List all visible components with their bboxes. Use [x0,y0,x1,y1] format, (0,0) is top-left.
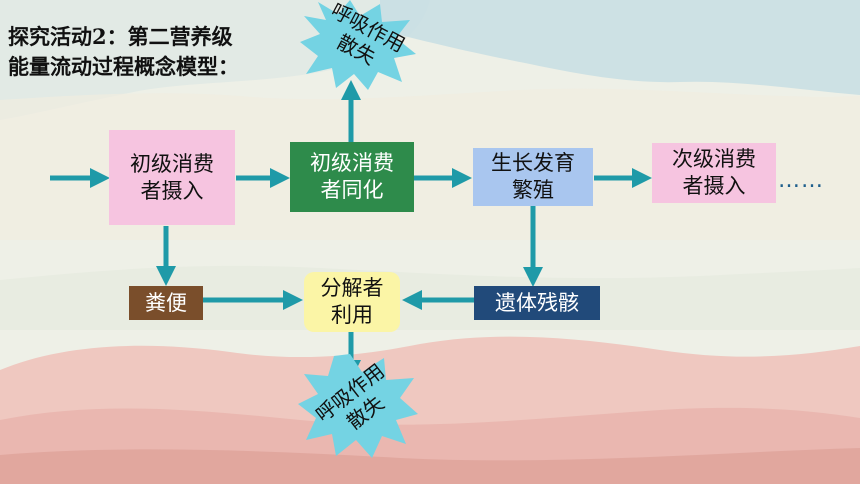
continuation-dots: …… [778,168,824,193]
node-decomposer-line1: 分解者 [320,276,384,300]
node-feces-label: 粪便 [145,290,187,315]
node-decomposer-line2: 利用 [331,303,373,327]
node-growth-line1: 生长发育 [491,151,575,175]
node-assimilation-line2: 者同化 [320,178,384,202]
node-primary-consumer-assimilation: 初级消费 者同化 [290,142,414,212]
title-line-1: 探究活动2：第二营养级 [8,24,233,49]
node-feces: 粪便 [129,286,203,320]
node-remains: 遗体残骸 [474,286,600,320]
node-secondary-line1: 次级消费 [672,147,756,171]
respiration-burst-top [300,0,416,90]
node-growth-reproduction: 生长发育 繁殖 [473,148,593,206]
node-primary-consumer-intake: 初级消费 者摄入 [109,130,235,225]
node-secondary-line2: 者摄入 [682,174,746,198]
node-remains-label: 遗体残骸 [495,290,579,315]
node-intake-line2: 者摄入 [140,178,204,203]
node-assimilation-line1: 初级消费 [310,151,394,175]
node-intake-line1: 初级消费 [130,151,214,176]
node-secondary-consumer-intake: 次级消费 者摄入 [652,143,776,203]
title-line-2: 能量流动过程概念模型： [8,54,239,79]
node-growth-line2: 繁殖 [512,178,554,202]
node-decomposer: 分解者 利用 [304,272,400,332]
page-title: 探究活动2：第二营养级 能量流动过程概念模型： [8,22,239,82]
respiration-burst-bottom [298,354,418,458]
